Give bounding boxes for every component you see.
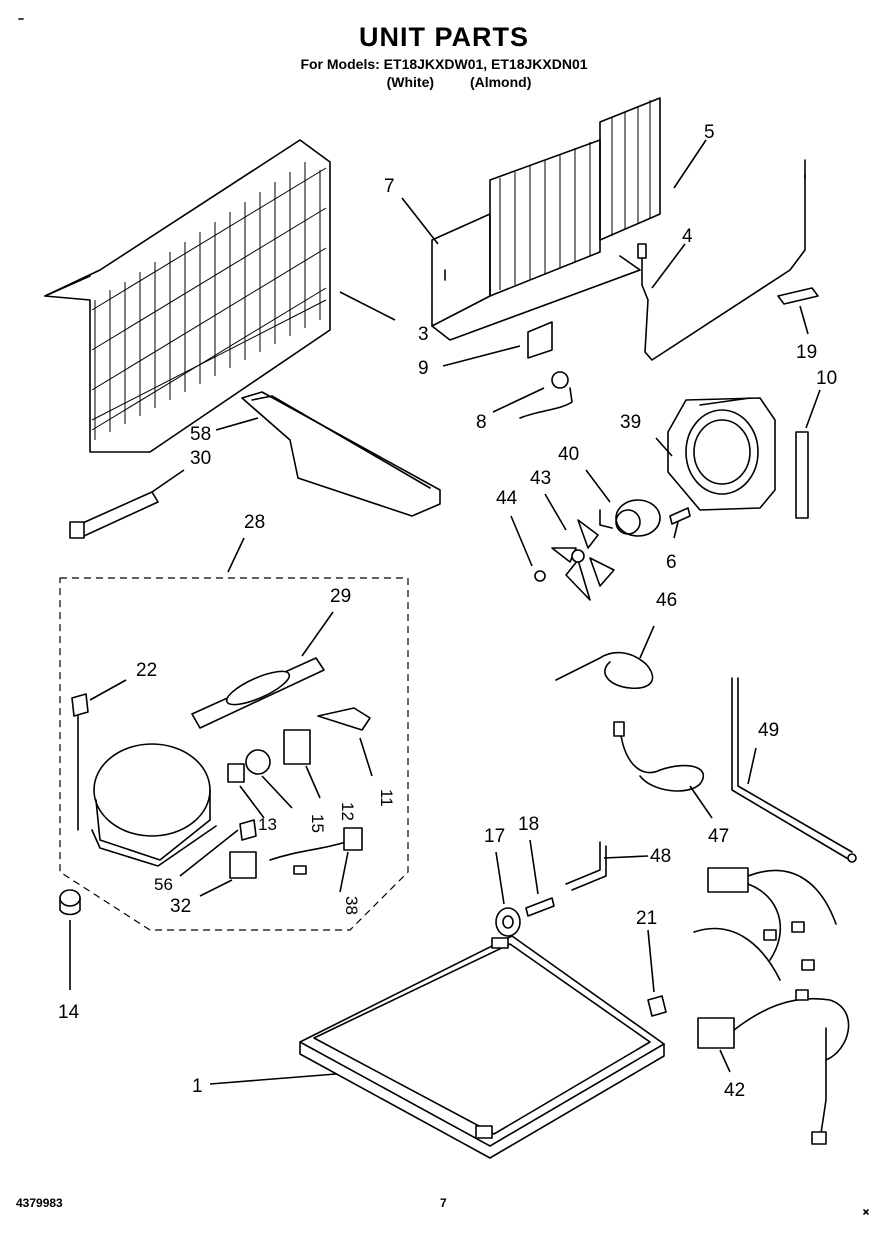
callout-49: 49 [758, 720, 779, 741]
callout-15: 15 [308, 814, 327, 833]
callout-46: 46 [656, 590, 677, 611]
callout-40: 40 [558, 444, 579, 465]
callout-18: 18 [518, 814, 539, 835]
callout-43: 43 [530, 468, 551, 489]
callout-7: 7 [384, 176, 395, 197]
callout-32: 32 [170, 896, 191, 917]
callout-9: 9 [418, 358, 429, 379]
terminal-13 [227, 763, 245, 783]
grommet-21 [647, 995, 667, 1017]
page-title: UNIT PARTS [359, 22, 529, 52]
tube-47 [613, 721, 705, 792]
callout-39: 39 [620, 412, 641, 433]
callout-17: 17 [484, 826, 505, 847]
callout-58: 58 [190, 424, 211, 445]
axle-18 [525, 897, 555, 917]
callout-3: 3 [418, 324, 429, 345]
callout-28: 28 [244, 512, 265, 533]
callout-42: 42 [724, 1080, 745, 1101]
probe-30 [69, 491, 159, 539]
wire-11 [317, 707, 371, 731]
overload-15 [245, 749, 271, 775]
color-almond: (Almond) [469, 74, 532, 90]
tube-49 [731, 677, 857, 863]
callout-4: 4 [682, 226, 693, 247]
grommet-14 [59, 889, 81, 916]
relay-12 [283, 729, 311, 765]
models-line: For Models: ET18JKXDW01, ET18JKXDN01 [300, 56, 588, 72]
color-white: (White) [386, 74, 435, 90]
thermistor-wire [637, 159, 806, 361]
callout-56: 56 [154, 875, 173, 894]
fan-blade [551, 519, 615, 601]
base-pan [299, 935, 665, 1159]
bolt-22 [71, 693, 89, 717]
screw-6 [669, 507, 691, 525]
clip-44 [534, 570, 546, 582]
wire-8 [519, 371, 573, 419]
fan-motor [599, 499, 661, 537]
wheel-17 [495, 907, 521, 937]
callout-11: 11 [377, 789, 396, 807]
callout-numbers: 7 5 4 3 9 8 19 10 58 30 39 40 43 44 6 28… [58, 122, 837, 1101]
cord-38 [269, 827, 363, 875]
clip-19 [777, 287, 819, 305]
callout-19: 19 [796, 342, 817, 363]
model-colors: (White) (Almond) [0, 74, 888, 90]
callout-8: 8 [476, 412, 487, 433]
callout-13: 13 [258, 815, 277, 834]
callout-21: 21 [636, 908, 657, 929]
callout-1: 1 [192, 1076, 203, 1097]
callout-5: 5 [704, 122, 715, 143]
callout-44: 44 [496, 488, 518, 509]
callout-22: 22 [136, 660, 157, 681]
compressor [77, 707, 217, 867]
harness-42 [693, 867, 850, 1145]
callout-6: 6 [666, 552, 677, 573]
callout-14: 14 [58, 1002, 80, 1023]
fan-shroud [667, 397, 776, 511]
leader-lines [69, 139, 821, 1085]
callout-48: 48 [650, 846, 671, 867]
page-number: 7 [440, 1196, 447, 1210]
screw-56 [239, 819, 257, 841]
tube-48 [565, 841, 607, 891]
tube-46 [555, 651, 654, 689]
strip-10 [795, 431, 809, 519]
callout-12: 12 [338, 802, 357, 821]
drier-29 [191, 657, 325, 729]
clip-9 [527, 321, 553, 359]
callout-29: 29 [330, 586, 351, 607]
evaporator-coil [44, 139, 331, 453]
compressor-kit-outline [59, 577, 409, 931]
callout-10: 10 [816, 368, 837, 389]
capacitor-32 [229, 851, 257, 879]
callout-47: 47 [708, 826, 729, 847]
drain-pan [241, 391, 441, 517]
callout-38: 38 [342, 896, 361, 915]
condenser-assembly [431, 97, 661, 341]
callout-30: 30 [190, 448, 211, 469]
document-number: 4379983 [16, 1196, 63, 1210]
registration-marks [18, 18, 869, 1215]
